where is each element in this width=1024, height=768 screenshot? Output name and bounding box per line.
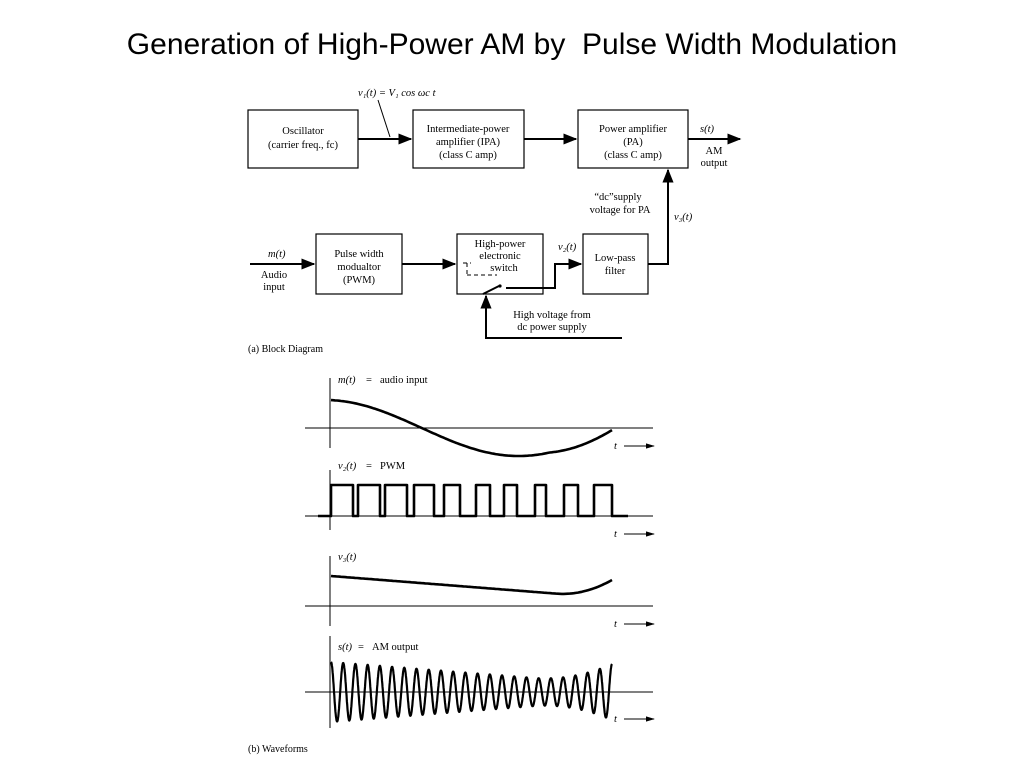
ipa-label-3: (class C amp): [439, 150, 497, 161]
panel4-t-label: t: [614, 714, 618, 725]
panel2-symbol: v₂(t): [338, 461, 357, 472]
output-label-1: AM: [706, 146, 724, 157]
ipa-label-2: amplifier (IPA): [436, 137, 501, 148]
panel3-t-label: t: [614, 619, 618, 630]
panel3-symbol: v₃(t): [338, 552, 357, 563]
hv-note-2: dc power supply: [517, 322, 587, 333]
supply-note-2: voltage for PA: [590, 205, 651, 216]
pa-label-3: (class C amp): [604, 150, 662, 161]
pa-block: [577, 109, 689, 169]
ipa-label-1: Intermediate-power: [427, 124, 510, 135]
pwm-block: [315, 233, 403, 295]
arrow-switch-to-lpf: [506, 258, 583, 289]
panel1-eq: =: [366, 375, 372, 386]
panel4-desc: AM output: [372, 642, 418, 653]
output-label-2: output: [701, 158, 728, 169]
page-title: Generation of High-Power AM by Pulse Wid…: [126, 28, 898, 61]
arrow-hv-supply: [480, 294, 622, 339]
input-signal-label: m(t): [268, 249, 286, 260]
panel4-symbol: s(t): [338, 642, 353, 653]
arrow-lpf-to-pa: [648, 168, 674, 265]
lpf-label-1: Low-pass: [595, 253, 636, 264]
input-label-1: Audio: [261, 270, 287, 281]
oscillator-label-1: Oscillator: [282, 126, 324, 137]
output-signal-label: s(t): [700, 124, 715, 135]
input-label-2: input: [263, 282, 285, 293]
pa-label-1: Power amplifier: [599, 124, 667, 135]
panel2-t-label: t: [614, 529, 618, 540]
panel4-eq: =: [358, 642, 364, 653]
switch-pivot: [498, 284, 502, 288]
hv-note-1: High voltage from: [513, 310, 591, 321]
oscillator-label-2: (carrier freq., fc): [268, 140, 338, 151]
pa-label-2: (PA): [623, 137, 643, 148]
panel2-eq: =: [366, 461, 372, 472]
v3-label: v₃(t): [674, 212, 693, 223]
lpf-block: [582, 233, 649, 295]
pwm-label-1: Pulse width: [334, 249, 384, 260]
switch-label-2: electronic: [479, 251, 521, 262]
switch-control-dashed: [463, 262, 497, 276]
waveforms: m(t) = audio input t v₂(t) = PWM t v₃(t)…: [248, 375, 655, 755]
pwm-label-3: (PWM): [343, 275, 376, 286]
block-diagram: v₁(t) = V₁ cos ωc t Oscillator (carrier …: [247, 88, 742, 355]
carrier-pointer-line: [377, 99, 391, 138]
ipa-block: [412, 109, 525, 169]
panel1-symbol: m(t): [338, 375, 356, 386]
switch-label-1: High-power: [475, 239, 526, 250]
carrier-signal-label: v₁(t) = V₁ cos ωc t: [358, 88, 437, 99]
panel1-t-label: t: [614, 441, 618, 452]
switch-contact-icon: [482, 285, 500, 295]
lpf-output-waveform: [330, 574, 613, 596]
oscillator-block: [247, 109, 359, 169]
pwm-waveform: [318, 483, 628, 518]
am-output-waveform: [330, 661, 613, 723]
panel2-desc: PWM: [380, 461, 406, 472]
panel1-desc: audio input: [380, 375, 428, 386]
audio-input-waveform: [330, 398, 613, 458]
block-diagram-caption: (a) Block Diagram: [248, 344, 323, 355]
lpf-label-2: filter: [605, 266, 626, 277]
switch-label-3: switch: [490, 263, 518, 274]
waveforms-caption: (b) Waveforms: [248, 744, 308, 755]
supply-note-1: “dc”supply: [594, 192, 642, 203]
switch-block: [456, 233, 544, 295]
pwm-label-2: modualtor: [337, 262, 381, 273]
v2-label: v₂(t): [558, 242, 577, 253]
